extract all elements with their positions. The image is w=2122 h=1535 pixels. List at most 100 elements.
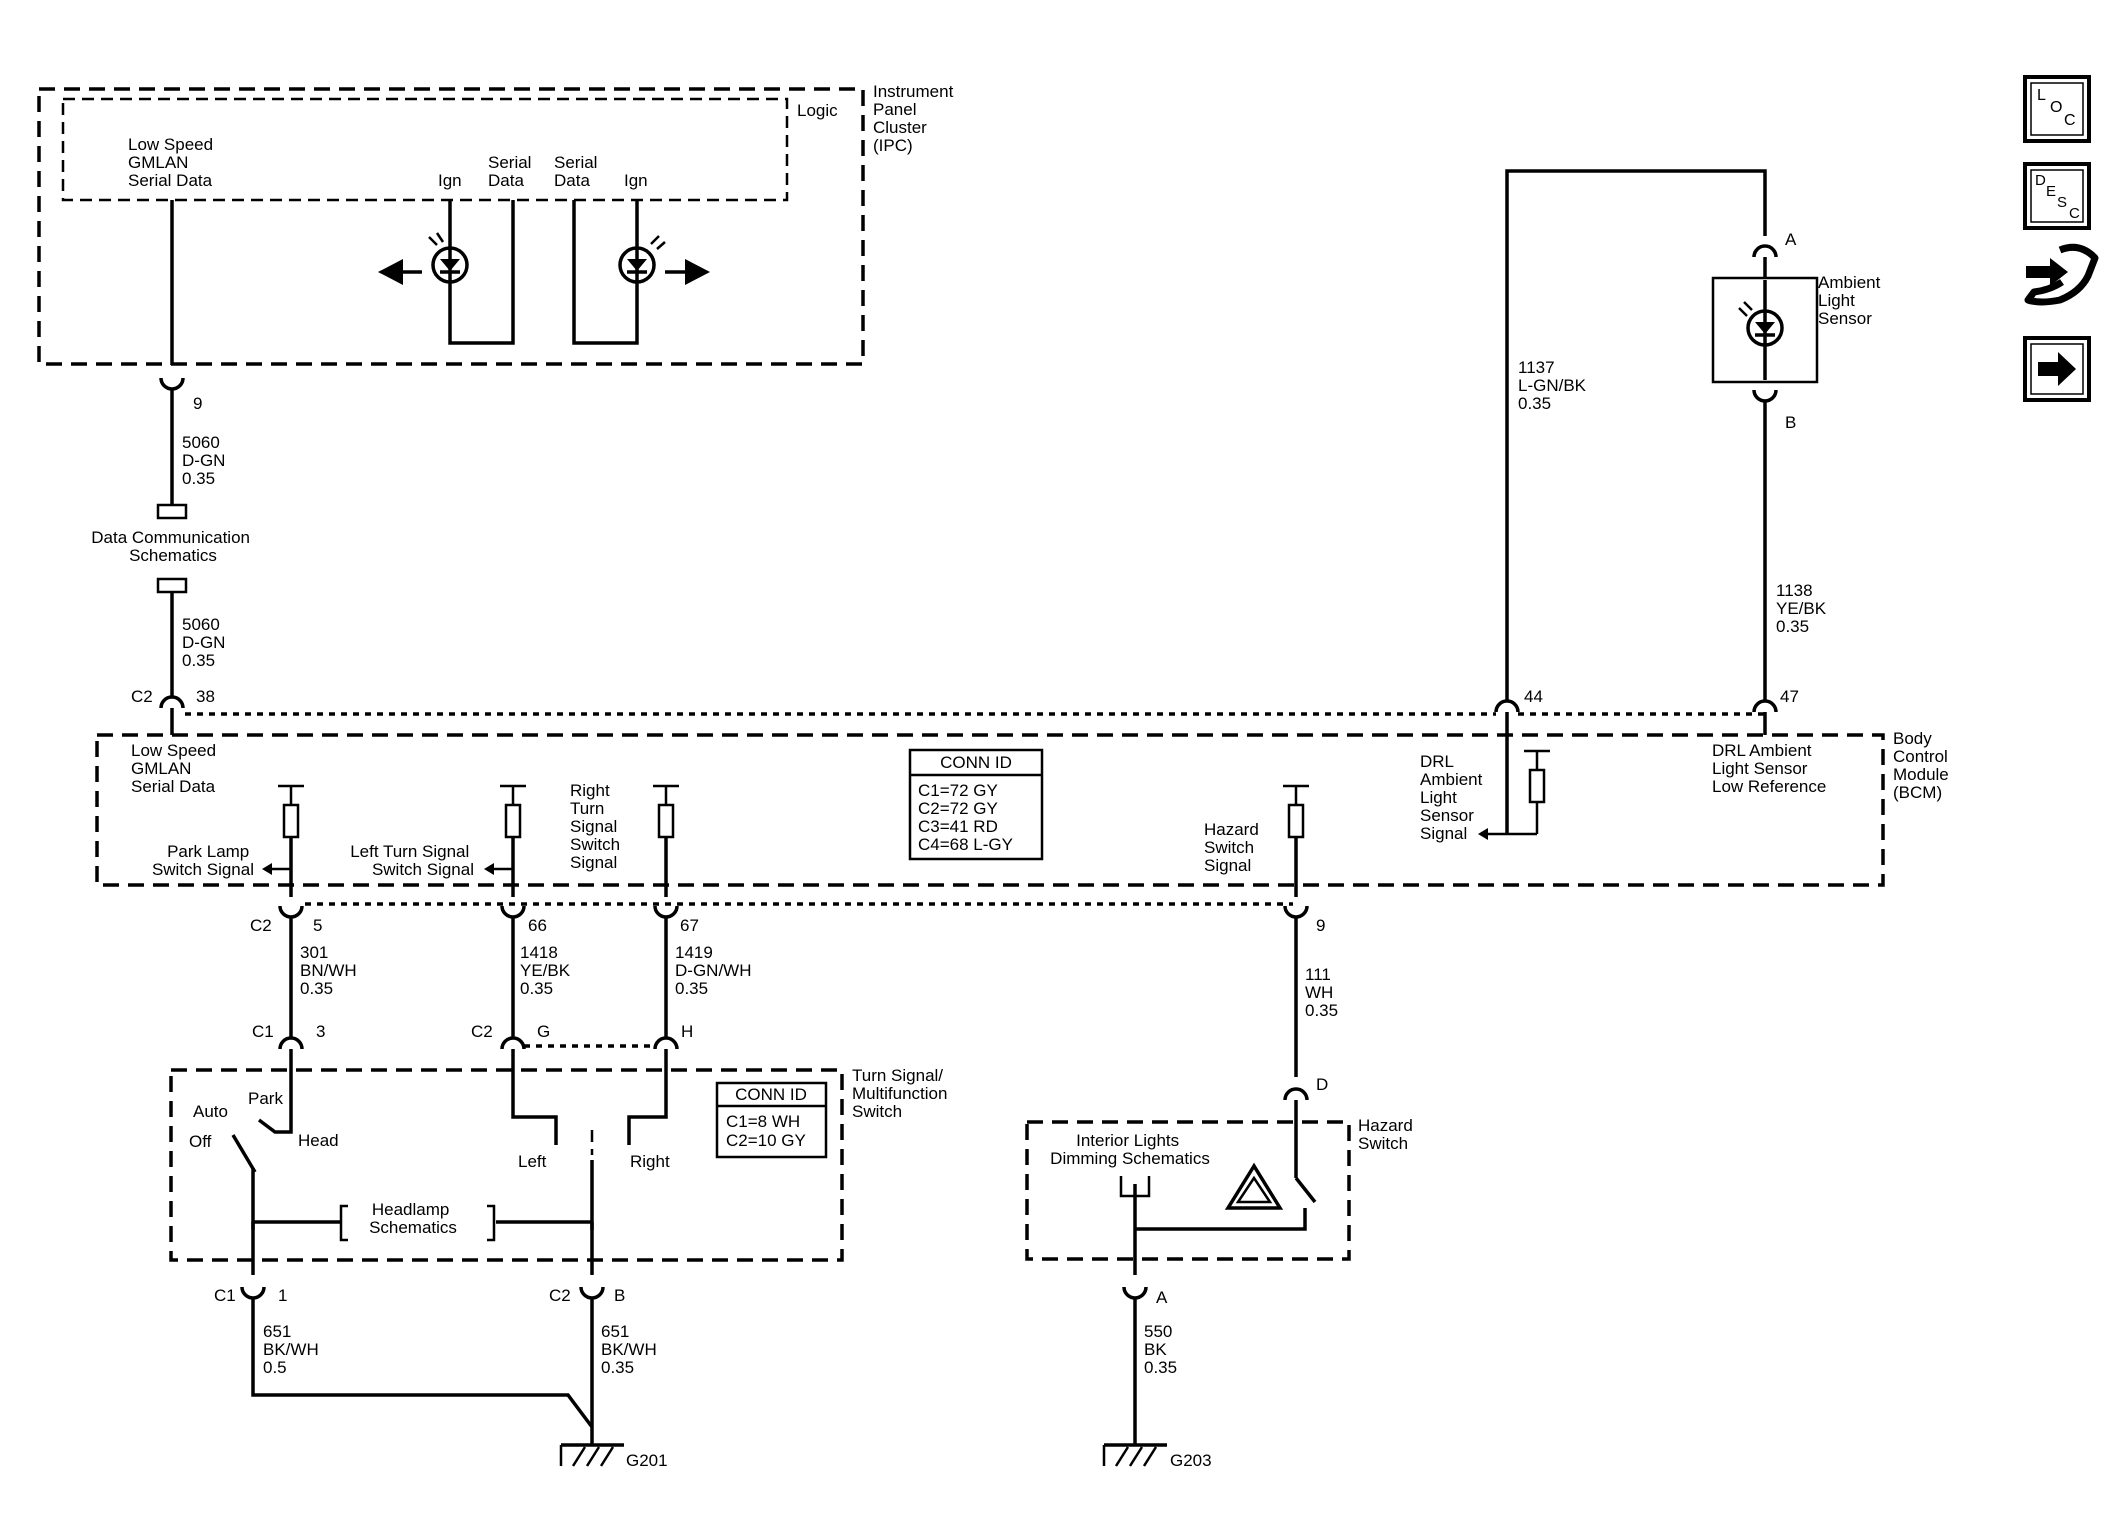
- ambient-light-sensor-label: Ambient Light Sensor: [1818, 273, 1885, 328]
- conn-id-switch: CONN ID C1=8 WH C2=10 GY: [715, 1081, 828, 1159]
- hazard-ground-wire: [1122, 1286, 1148, 1445]
- pin-bcm-c2b: C2: [250, 916, 272, 935]
- hazard-input: [1283, 784, 1309, 897]
- pin-sensor-a: A: [1785, 230, 1797, 249]
- switch-right-label: Right: [630, 1152, 670, 1171]
- ipc-gmlan-label: Low Speed GMLAN Serial Data: [128, 135, 218, 190]
- ground-g201-label: G201: [626, 1451, 668, 1470]
- svg-text:C4=68 L-GY: C4=68 L-GY: [918, 835, 1013, 854]
- right-turn-input: [653, 784, 679, 897]
- ground-g203-label: G203: [1170, 1451, 1212, 1470]
- desc-icon[interactable]: D E S C: [2023, 162, 2091, 230]
- wire-301-label: 301 BN/WH 0.35: [300, 943, 361, 998]
- pin-ipc-9: 9: [193, 394, 202, 413]
- svg-text:D: D: [2035, 172, 2046, 189]
- svg-text:C: C: [2064, 112, 2076, 129]
- pin-sw-b: B: [614, 1286, 625, 1305]
- pin-hz-d: D: [1316, 1075, 1328, 1094]
- svg-text:C2=10 GY: C2=10 GY: [726, 1131, 806, 1150]
- svg-text:C: C: [2069, 205, 2080, 222]
- switch-head-label: Head: [298, 1131, 339, 1150]
- drl-low-ref-label: DRL Ambient Light Sensor Low Reference: [1712, 741, 1826, 796]
- wire-1418-label: 1418 YE/BK 0.35: [520, 943, 575, 998]
- switch-park-label: Park: [248, 1089, 283, 1108]
- wire-1137: [1494, 169, 1767, 833]
- pin-sw-3: 3: [316, 1022, 325, 1041]
- svg-text:S: S: [2057, 194, 2067, 211]
- ipc-module: Logic Instrument Panel Cluster (IPC) Low…: [37, 82, 958, 366]
- bcm-output-connectors: [278, 905, 1309, 1077]
- turn-switch-ground-wires: [240, 1286, 605, 1445]
- svg-text:O: O: [2050, 99, 2062, 116]
- park-lamp-input: [262, 784, 304, 897]
- left-turn-input: [484, 784, 526, 897]
- svg-text:L: L: [2037, 87, 2046, 104]
- wire-1138-label: 1138 YE/BK 0.35: [1776, 581, 1831, 636]
- indicator-lamp-right-icon: [572, 200, 710, 345]
- switch-auto-label: Auto: [193, 1102, 228, 1121]
- svg-text:CONN ID: CONN ID: [940, 753, 1012, 772]
- ambient-light-sensor-icon: [1711, 244, 1819, 735]
- wire-5060-top-label: 5060 D-GN 0.35: [182, 433, 230, 488]
- bcm-gmlan-label: Low Speed GMLAN Serial Data: [131, 741, 221, 796]
- bcm-module: [95, 712, 1885, 906]
- drl-signal-input: [1478, 749, 1550, 840]
- wire-5060: [156, 200, 188, 735]
- pin-sw-h: H: [681, 1022, 693, 1041]
- wire-550-label: 550 BK 0.35: [1144, 1322, 1177, 1377]
- switch-left-label: Left: [518, 1152, 547, 1171]
- conn-id-bcm: CONN ID C1=72 GY C2=72 GY C3=41 RD C4=68…: [908, 748, 1044, 861]
- wire-5060-bottom-label: 5060 D-GN 0.35: [182, 615, 230, 670]
- svg-text:CONN ID: CONN ID: [735, 1085, 807, 1104]
- switch-off-label: Off: [189, 1132, 212, 1151]
- right-turn-label: Right Turn Signal Switch Signal: [570, 781, 625, 872]
- svg-text:E: E: [2046, 183, 2056, 200]
- pin-bcm-66: 66: [528, 916, 547, 935]
- loc-icon[interactable]: L O C: [2023, 75, 2091, 143]
- ground-g203-icon: [1102, 1443, 1167, 1467]
- pin-bcm-47: 47: [1780, 687, 1799, 706]
- pin-bcm-38: 38: [196, 687, 215, 706]
- pin-sw-1: 1: [278, 1286, 287, 1305]
- pin-bcm-67: 67: [680, 916, 699, 935]
- indicator-lamp-left-icon: [378, 200, 515, 345]
- hazard-switch-title: Hazard Switch: [1358, 1116, 1418, 1153]
- ipc-ign-label-1: Ign: [438, 171, 462, 190]
- ipc-title: Instrument Panel Cluster (IPC): [873, 82, 958, 155]
- wire-651b-label: 651 BK/WH 0.35: [601, 1322, 661, 1377]
- hazard-switch: [1025, 1087, 1351, 1275]
- pin-sw-c1b: C1: [214, 1286, 236, 1305]
- ground-g201-icon: [559, 1443, 624, 1467]
- svg-text:C1=8 WH: C1=8 WH: [726, 1112, 800, 1131]
- pin-bcm-44: 44: [1524, 687, 1543, 706]
- wire-1419-label: 1419 D-GN/WH 0.35: [675, 943, 756, 998]
- svg-text:C2=72 GY: C2=72 GY: [918, 799, 998, 818]
- pin-hz-a: A: [1156, 1288, 1168, 1307]
- turn-signal-switch: [169, 1036, 844, 1275]
- pin-bcm-9: 9: [1316, 916, 1325, 935]
- pin-sw-c2: C2: [471, 1022, 493, 1041]
- connector-icon[interactable]: [2024, 243, 2099, 306]
- hazard-signal-label: Hazard Switch Signal: [1204, 820, 1264, 875]
- svg-text:C1=72 GY: C1=72 GY: [918, 781, 998, 800]
- wire-1137-label: 1137 L-GN/BK 0.35: [1518, 358, 1591, 413]
- pin-sw-g: G: [537, 1022, 550, 1041]
- interior-lights-label: Interior Lights Dimming Schematics: [1050, 1131, 1210, 1168]
- pin-sw-c2b: C2: [549, 1286, 571, 1305]
- ipc-logic-label: Logic: [797, 101, 838, 120]
- pin-bcm-c2: C2: [131, 687, 153, 706]
- pin-sw-c1: C1: [252, 1022, 274, 1041]
- ipc-serial-data-label-1: Serial Data: [488, 153, 536, 190]
- pin-sensor-b: B: [1785, 413, 1796, 432]
- ipc-serial-data-label-2: Serial Data: [554, 153, 602, 190]
- left-turn-label: Left Turn Signal Switch Signal: [350, 842, 474, 879]
- park-lamp-label: Park Lamp Switch Signal: [152, 842, 254, 879]
- turn-switch-title: Turn Signal/ Multifunction Switch: [852, 1066, 952, 1121]
- headlamp-schematics-label: Headlamp Schematics: [369, 1200, 457, 1237]
- next-arrow-icon[interactable]: [2023, 336, 2091, 402]
- wire-111-label: 111 WH 0.35: [1305, 965, 1338, 1020]
- ipc-ign-label-2: Ign: [624, 171, 648, 190]
- svg-text:C3=41 RD: C3=41 RD: [918, 817, 998, 836]
- wire-651a-label: 651 BK/WH 0.5: [263, 1322, 323, 1377]
